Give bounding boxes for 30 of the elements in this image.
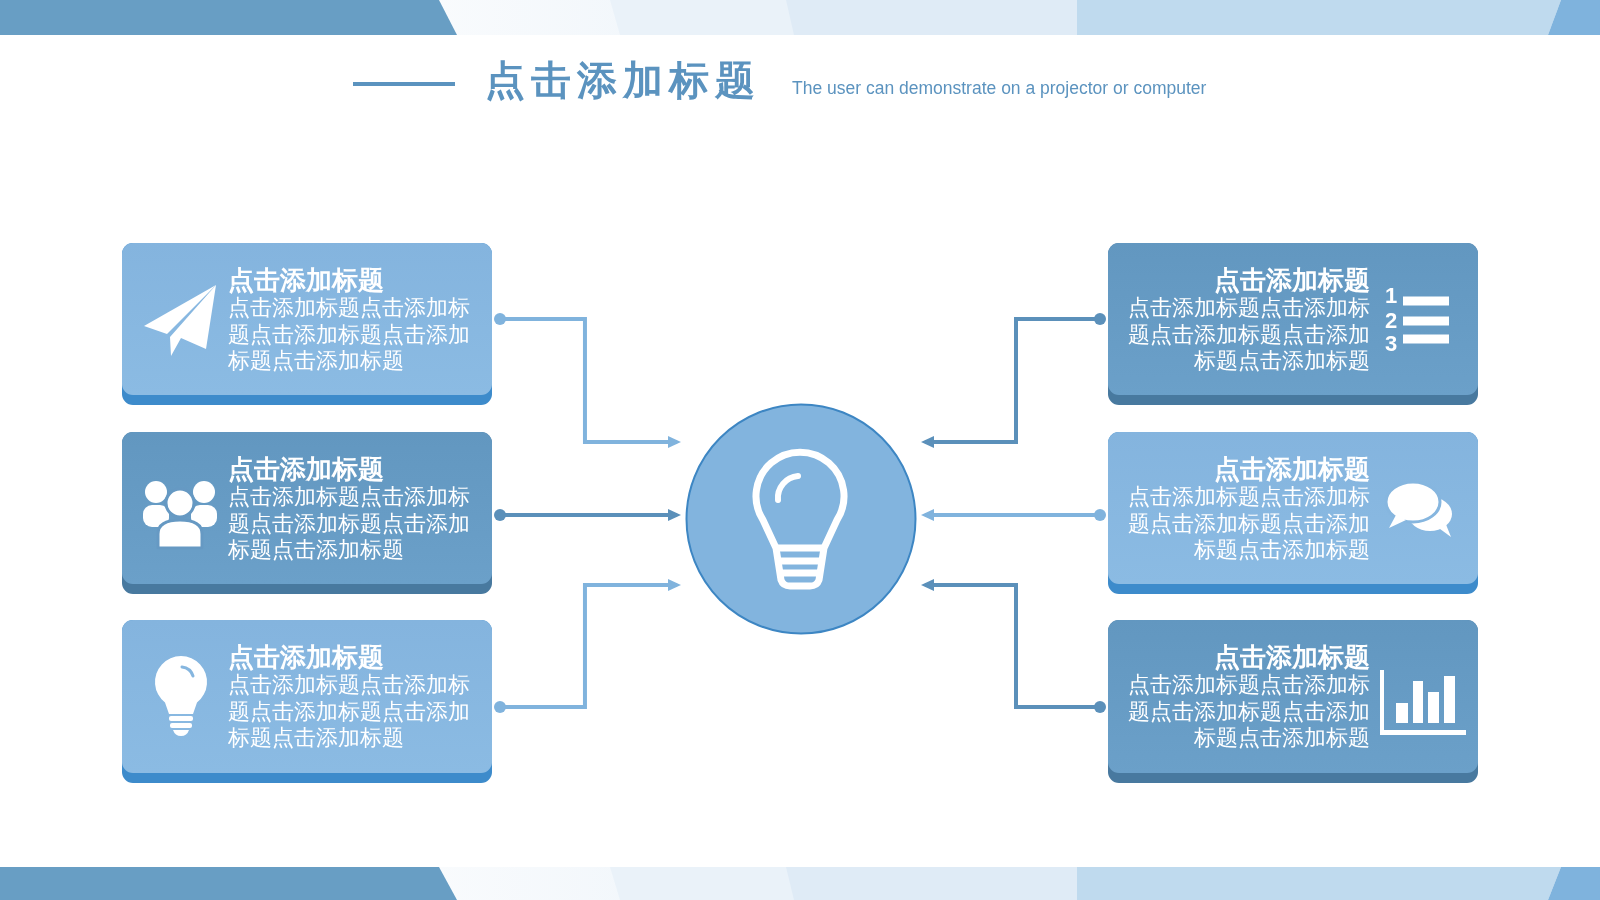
- card-heading: 点击添加标题: [228, 642, 384, 672]
- slide-title: 点击添加标题: [485, 56, 761, 104]
- hub-circle: [685, 403, 917, 635]
- connector-arrow: [921, 509, 1106, 521]
- card-body-text: 点击添加标题点击添加标题点击添加标题点击添加标题点击添加标题: [1127, 484, 1370, 564]
- list-number: 3: [1385, 332, 1398, 356]
- card-heading: 点击添加标题: [1214, 642, 1370, 672]
- info-card: [122, 432, 492, 594]
- list-number: 1: [1385, 284, 1398, 308]
- info-card: [1108, 432, 1478, 594]
- card-heading: 点击添加标题: [1214, 265, 1370, 295]
- info-card: [1108, 243, 1478, 405]
- connector-arrow: [494, 509, 681, 521]
- connector-arrow: [921, 579, 1106, 713]
- connector-arrow: [921, 313, 1106, 448]
- card-body-text: 点击添加标题点击添加标题点击添加标题点击添加标题点击添加标题: [228, 484, 471, 564]
- subtitle: The user can demonstrate on a projector or computer: [792, 77, 1207, 99]
- card-body-text: 点击添加标题点击添加标题点击添加标题点击添加标题点击添加标题: [1127, 672, 1370, 752]
- list-number: 2: [1385, 309, 1398, 333]
- card-heading: 点击添加标题: [228, 454, 384, 484]
- connector-arrow: [494, 313, 681, 448]
- card-body-text: 点击添加标题点击添加标题点击添加标题点击添加标题点击添加标题: [1127, 295, 1370, 375]
- connector-arrow: [494, 579, 681, 713]
- card-heading: 点击添加标题: [1214, 454, 1370, 484]
- info-card: [1108, 620, 1478, 783]
- info-card: [122, 620, 492, 783]
- card-body-text: 点击添加标题点击添加标题点击添加标题点击添加标题点击添加标题: [228, 672, 471, 752]
- info-card: [122, 243, 492, 405]
- card-body-text: 点击添加标题点击添加标题点击添加标题点击添加标题点击添加标题: [228, 295, 471, 375]
- card-heading: 点击添加标题: [228, 265, 384, 295]
